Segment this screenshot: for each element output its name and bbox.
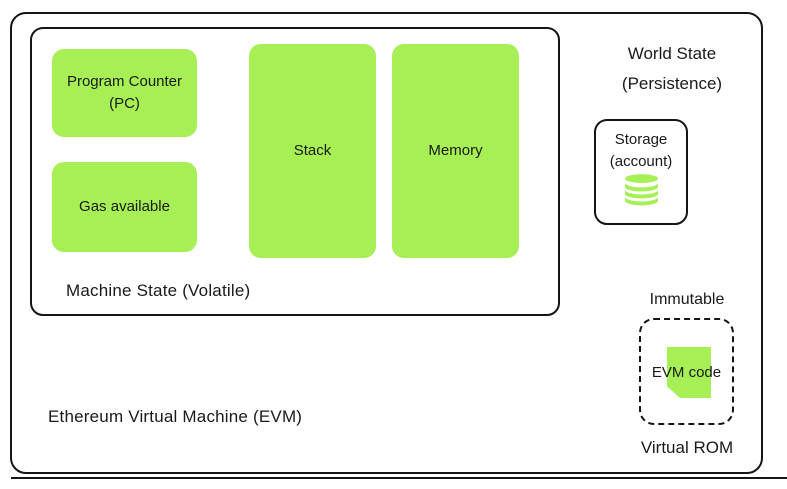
gas-available-box: Gas available — [52, 162, 197, 252]
world-state-label: World State (Persistence) — [577, 39, 767, 99]
memory-label: Memory — [428, 141, 483, 159]
database-icon — [624, 173, 658, 205]
virtual-rom-box: EVM code — [639, 318, 734, 425]
stack-label: Stack — [293, 141, 332, 159]
machine-state-label: Machine State (Volatile) — [66, 281, 251, 300]
program-counter-box: Program Counter (PC) — [52, 49, 197, 137]
program-counter-label-line1: Program Counter — [66, 72, 183, 90]
gas-available-label: Gas available — [79, 197, 170, 215]
document-icon — [667, 347, 711, 398]
program-counter-label-line2: (PC) — [109, 95, 140, 112]
evm-code-label: EVM code — [651, 364, 722, 381]
evm-title-label: Ethereum Virtual Machine (EVM) — [48, 407, 303, 426]
storage-label-line1: Storage — [614, 131, 668, 148]
storage-account-box: Storage (account) — [594, 119, 688, 225]
page-edge-line — [11, 477, 787, 479]
storage-label-line2: (account) — [609, 152, 673, 170]
world-state-label-line2: (Persistence) — [621, 73, 723, 93]
machine-state-box: Program Counter (PC) Gas available Stack… — [30, 27, 560, 316]
stack-box: Stack — [249, 44, 376, 258]
immutable-label: Immutable — [649, 291, 725, 308]
memory-box: Memory — [392, 44, 519, 258]
document-fold-corner — [667, 386, 681, 398]
virtual-rom-label: Virtual ROM — [640, 438, 734, 457]
evm-box: Program Counter (PC) Gas available Stack… — [10, 12, 763, 474]
world-state-label-line1: World State — [627, 44, 717, 63]
